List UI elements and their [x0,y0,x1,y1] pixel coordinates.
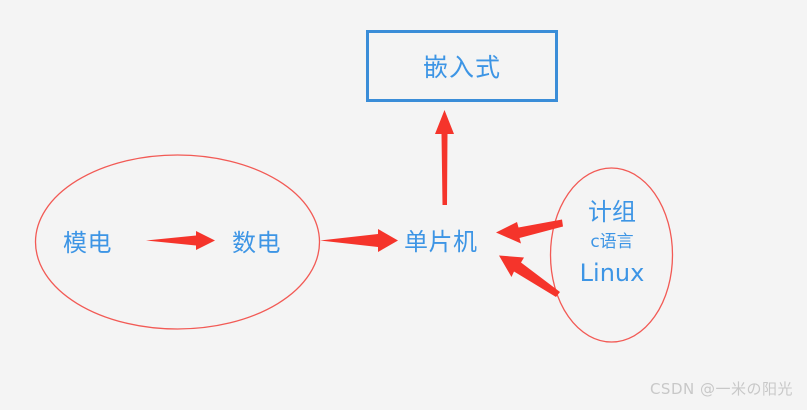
node-embedded[interactable]: 嵌入式 [366,30,558,102]
edge-right-group-to-mcu-lower [499,255,560,297]
csdn-watermark: CSDN @一米の阳光 [649,380,793,398]
node-mcu[interactable]: 单片机 [404,228,478,256]
group-right-label-stack: 计组 c语言 Linux [551,198,673,288]
edge-mcu-to-embedded [435,110,454,205]
node-embedded-label: 嵌入式 [422,53,501,82]
group-ellipse-left [34,154,321,330]
node-computer-organization[interactable]: 计组 [588,198,636,226]
edge-right-group-to-mcu-upper [496,219,563,244]
node-analog[interactable]: 模电 [63,229,112,257]
edge-left-group-to-mcu [320,229,398,252]
edge-analog-to-digital [146,231,215,250]
node-c-language[interactable]: c语言 [590,232,634,253]
node-linux[interactable]: Linux [579,259,645,288]
node-digital[interactable]: 数电 [232,229,281,257]
group-ellipse-right [549,167,674,343]
